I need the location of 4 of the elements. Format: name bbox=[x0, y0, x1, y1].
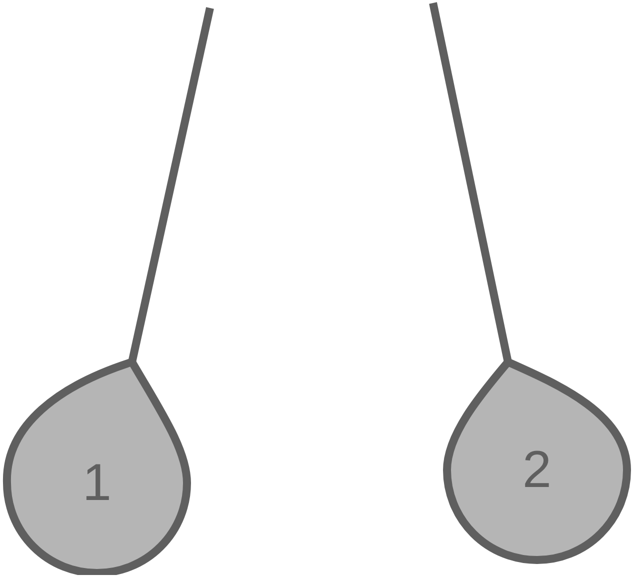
callout-number: 1 bbox=[82, 457, 112, 509]
leader-line bbox=[429, 2, 512, 363]
leader-line bbox=[128, 7, 214, 363]
callout-number: 2 bbox=[522, 444, 552, 496]
